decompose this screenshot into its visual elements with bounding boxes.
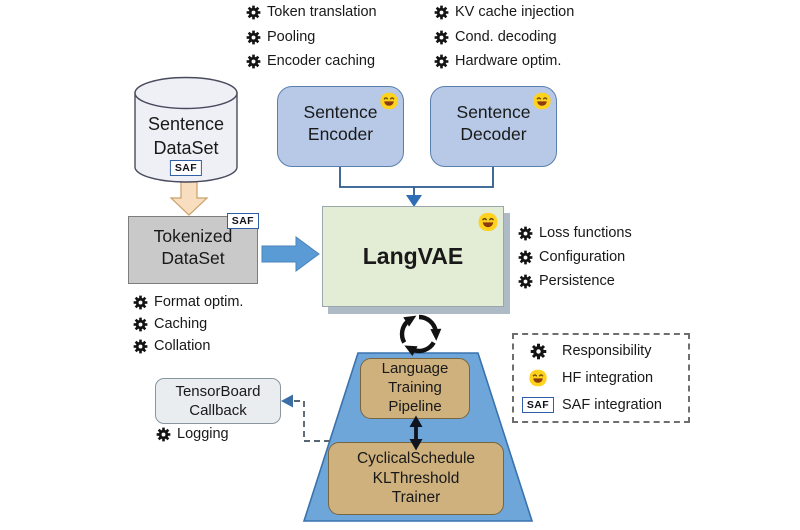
tokenized-dataset-node: Tokenized DataSet SAF <box>128 213 259 284</box>
legend-label: Responsibility <box>562 343 652 359</box>
training-pipeline-label: Language Training Pipeline <box>381 360 449 415</box>
legend-label: HF integration <box>562 370 654 386</box>
gear-icon <box>156 427 171 442</box>
feature-label: Format optim. <box>154 294 244 310</box>
feature-label: KV cache injection <box>455 4 575 20</box>
gear-icon <box>246 5 261 20</box>
tensorboard-callback-node: TensorBoard Callback <box>155 378 281 424</box>
gear-icon <box>434 54 449 69</box>
gear-icon <box>434 5 449 20</box>
gear-icon <box>246 30 261 45</box>
gear-icon <box>434 30 449 45</box>
feature-label: Hardware optim. <box>455 53 562 69</box>
feature-label: Token translation <box>267 4 377 20</box>
saf-badge: SAF <box>226 213 259 230</box>
training-pipeline-node: Language Training Pipeline <box>360 358 470 419</box>
legend-label: SAF integration <box>562 397 662 413</box>
feature-caching: Caching <box>133 316 207 332</box>
feature-label: Persistence <box>539 273 615 289</box>
trainer-label: CyclicalSchedule KLThreshold Trainer <box>356 450 476 507</box>
langvae-node: LangVAE <box>322 206 504 307</box>
feature-cond-decoding: Cond. decoding <box>434 29 557 45</box>
gear-icon <box>518 250 533 265</box>
hugging-face-icon <box>514 367 562 389</box>
feature-label: Caching <box>154 316 208 332</box>
legend-row-responsibility: Responsibility <box>514 338 688 365</box>
feature-encoder-caching: Encoder caching <box>246 53 375 69</box>
hugging-face-icon <box>531 90 553 112</box>
saf-badge: SAF <box>169 160 203 177</box>
feature-token-translation: Token translation <box>246 4 377 20</box>
legend-box: Responsibility HF integration SAF SAF in… <box>512 333 690 423</box>
sentence-dataset-label: Sentence DataSet <box>147 114 225 159</box>
feature-label: Collation <box>154 338 211 354</box>
gear-icon <box>518 226 533 241</box>
tokenized-to-langvae-arrow <box>261 236 320 272</box>
feature-label: Encoder caching <box>267 53 376 69</box>
saf-badge: SAF <box>514 396 562 414</box>
feature-label: Loss functions <box>539 225 632 241</box>
feature-label: Logging <box>177 426 229 442</box>
feature-kv-cache-injection: KV cache injection <box>434 4 574 20</box>
database-cylinder-icon <box>134 76 238 183</box>
hugging-face-icon <box>378 90 400 112</box>
sentence-decoder-label: Sentence Decoder <box>456 102 531 144</box>
gear-icon <box>518 274 533 289</box>
encoder-decoder-connector-line <box>339 167 494 188</box>
feature-label: Pooling <box>267 29 316 45</box>
sentence-encoder-label: Sentence Encoder <box>303 102 378 144</box>
feature-format-optim: Format optim. <box>133 294 243 310</box>
feature-logging: Logging <box>156 426 229 442</box>
gear-icon <box>514 343 562 360</box>
legend-row-hf: HF integration <box>514 365 688 392</box>
sentence-decoder-node: Sentence Decoder <box>430 86 557 167</box>
gear-icon <box>133 317 148 332</box>
gear-icon <box>133 295 148 310</box>
trainer-node: CyclicalSchedule KLThreshold Trainer <box>328 442 504 515</box>
sentence-dataset-node: Sentence DataSet SAF <box>133 76 239 188</box>
feature-loss-functions: Loss functions <box>518 225 632 241</box>
legend-row-saf: SAF SAF integration <box>514 392 688 419</box>
feature-pooling: Pooling <box>246 29 315 45</box>
sentence-encoder-node: Sentence Encoder <box>277 86 404 167</box>
feature-label: Cond. decoding <box>455 29 557 45</box>
feature-collation: Collation <box>133 338 210 354</box>
feature-hardware-optim: Hardware optim. <box>434 53 561 69</box>
hugging-face-icon <box>476 210 500 234</box>
tokenized-dataset-label: Tokenized DataSet <box>153 226 233 268</box>
langvae-label: LangVAE <box>362 243 464 269</box>
feature-configuration: Configuration <box>518 249 625 265</box>
gear-icon <box>133 339 148 354</box>
feature-label: Configuration <box>539 249 626 265</box>
gear-icon <box>246 54 261 69</box>
tensorboard-callback-label: TensorBoard Callback <box>175 382 261 420</box>
feature-persistence: Persistence <box>518 273 615 289</box>
